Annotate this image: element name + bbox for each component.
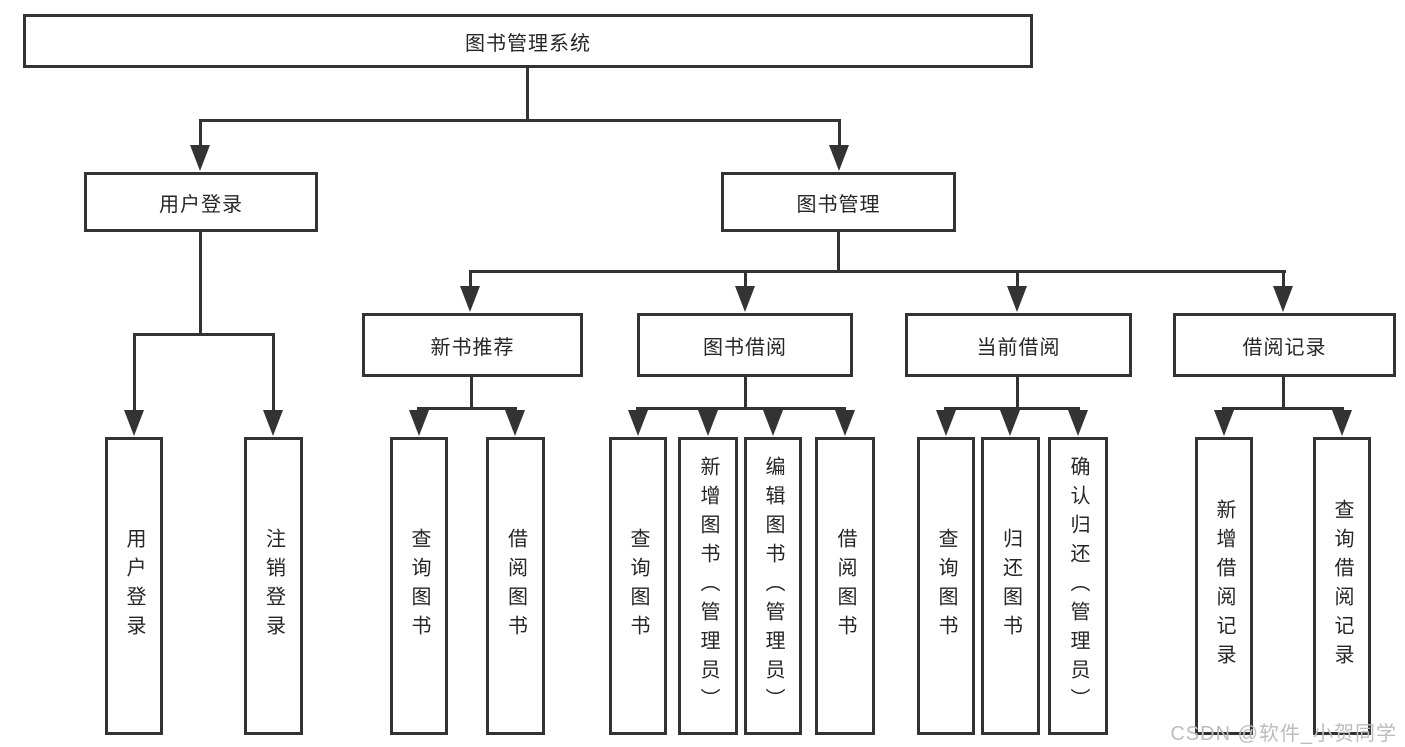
- arrow-down-icon: [628, 410, 648, 436]
- arrow-down-icon: [1000, 410, 1020, 436]
- node-book-borrow: 图书借阅: [637, 313, 853, 377]
- arrow-down-icon: [936, 410, 956, 436]
- connector-line: [470, 270, 1286, 273]
- connector-line: [133, 333, 136, 412]
- leaf-borrow-book: 借阅图书: [486, 437, 545, 735]
- leaf-label: 查询图书: [935, 528, 957, 644]
- connector-line: [133, 333, 275, 336]
- leaf-query-book: 查询图书: [609, 437, 667, 735]
- connector-line: [1282, 270, 1285, 287]
- leaf-label: 查询图书: [408, 528, 430, 644]
- node-label: 图书管理: [796, 193, 881, 216]
- node-user-login: 用户登录: [84, 172, 318, 232]
- leaf-query-borrow-record: 查询借阅记录: [1313, 437, 1371, 735]
- connector-line: [272, 333, 275, 412]
- connector-line: [199, 119, 841, 122]
- arrow-down-icon: [460, 286, 480, 312]
- arrow-down-icon: [409, 410, 429, 436]
- arrow-down-icon: [190, 145, 210, 171]
- connector-line: [1016, 377, 1019, 410]
- leaf-borrow-book: 借阅图书: [815, 437, 875, 735]
- leaf-label: 归还图书: [999, 528, 1022, 644]
- leaf-confirm-return-admin: 确认归还（管理员）: [1048, 437, 1108, 735]
- connector-line: [526, 68, 529, 121]
- leaf-label: 确认归还（管理员）: [1067, 455, 1089, 717]
- arrow-down-icon: [735, 286, 755, 312]
- node-label: 借阅记录: [1242, 336, 1327, 359]
- node-label: 用户登录: [159, 193, 243, 216]
- connector-line: [838, 119, 841, 147]
- leaf-label: 注销登录: [262, 528, 285, 644]
- connector-line: [744, 270, 747, 287]
- arrow-down-icon: [505, 410, 525, 436]
- node-root-label: 图书管理系统: [465, 32, 591, 55]
- leaf-add-book-admin: 新增图书（管理员）: [678, 437, 738, 735]
- node-root: 图书管理系统: [23, 14, 1033, 68]
- leaf-label: 新增图书（管理员）: [697, 455, 719, 717]
- leaf-label: 用户登录: [123, 528, 145, 644]
- connector-line: [944, 407, 1080, 410]
- leaf-query-book: 查询图书: [917, 437, 975, 735]
- node-current-borrow: 当前借阅: [905, 313, 1132, 377]
- arrow-down-icon: [263, 410, 283, 436]
- arrow-down-icon: [1068, 410, 1088, 436]
- node-new-book-recommend: 新书推荐: [362, 313, 583, 377]
- arrow-down-icon: [829, 145, 849, 171]
- arrow-down-icon: [1332, 410, 1352, 436]
- connector-line: [417, 407, 517, 410]
- connector-line: [469, 270, 472, 287]
- node-label: 新书推荐: [430, 336, 515, 359]
- leaf-logout: 注销登录: [244, 437, 303, 735]
- connector-line: [470, 377, 473, 410]
- connector-line: [1016, 270, 1019, 287]
- leaf-label: 查询借阅记录: [1331, 499, 1353, 673]
- node-book-management: 图书管理: [721, 172, 956, 232]
- connector-line: [1282, 377, 1285, 410]
- arrow-down-icon: [835, 410, 855, 436]
- leaf-label: 借阅图书: [504, 528, 527, 644]
- leaf-label: 编辑图书（管理员）: [762, 455, 784, 717]
- connector-line: [744, 377, 747, 410]
- connector-line: [837, 232, 840, 273]
- arrow-down-icon: [1007, 286, 1027, 312]
- leaf-return-book: 归还图书: [981, 437, 1040, 735]
- leaf-label: 借阅图书: [834, 528, 856, 644]
- arrow-down-icon: [124, 410, 144, 436]
- connector-line: [1222, 407, 1344, 410]
- leaf-label: 新增借阅记录: [1213, 499, 1235, 673]
- arrow-down-icon: [1273, 286, 1293, 312]
- leaf-label: 查询图书: [627, 528, 649, 644]
- node-label: 图书借阅: [703, 336, 787, 359]
- leaf-add-borrow-record: 新增借阅记录: [1195, 437, 1253, 735]
- arrow-down-icon: [1214, 410, 1234, 436]
- connector-line: [636, 407, 846, 410]
- leaf-query-book: 查询图书: [390, 437, 448, 735]
- node-label: 当前借阅: [976, 336, 1061, 359]
- leaf-edit-book-admin: 编辑图书（管理员）: [744, 437, 802, 735]
- connector-line: [199, 119, 202, 147]
- csdn-watermark: CSDN @软件_小贺同学: [1170, 723, 1397, 745]
- leaf-user-login: 用户登录: [105, 437, 163, 735]
- node-borrow-records: 借阅记录: [1173, 313, 1396, 377]
- arrow-down-icon: [698, 410, 718, 436]
- arrow-down-icon: [763, 410, 783, 436]
- connector-line: [199, 232, 202, 336]
